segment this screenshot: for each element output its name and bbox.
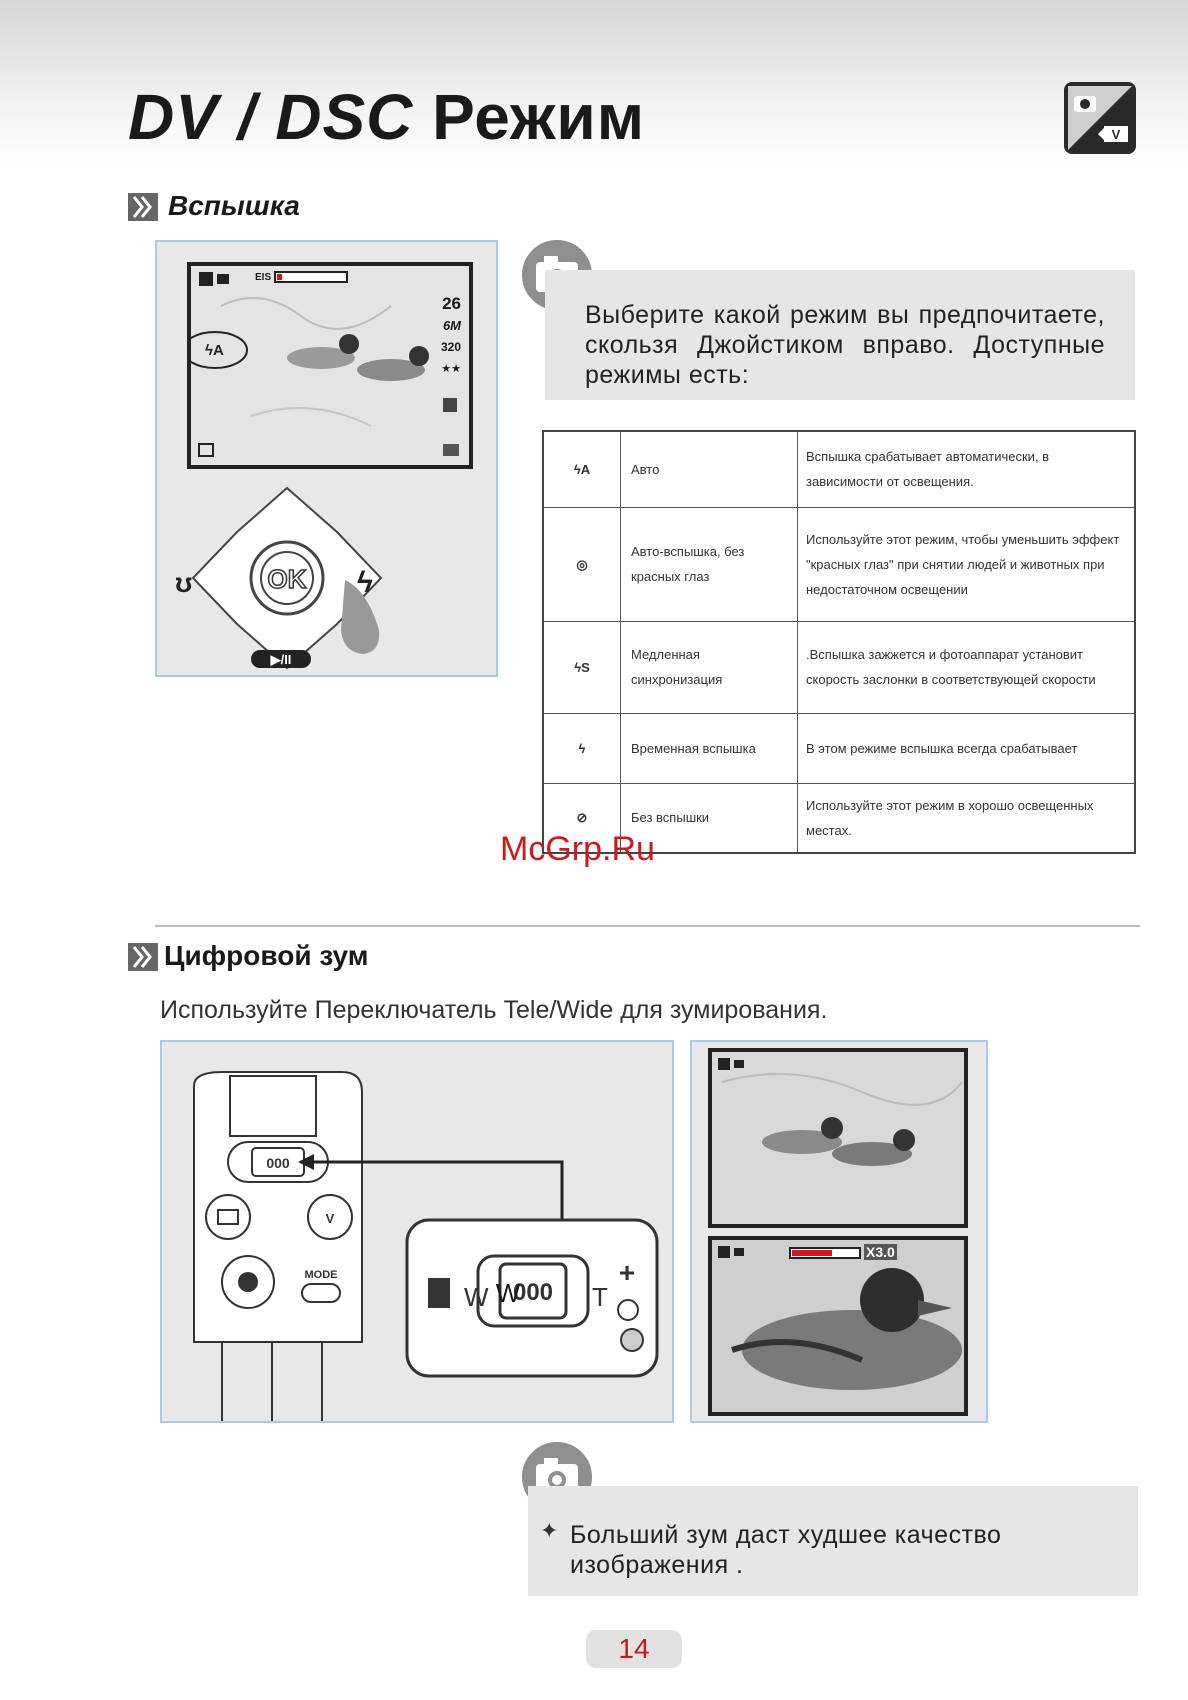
flash-section-heading: Вспышка: [168, 190, 300, 221]
page-number: 14: [586, 1630, 682, 1668]
flash-mode-description: Используйте этот режим в хорошо освещенн…: [797, 782, 1136, 854]
section-chevron-icon: [128, 193, 158, 221]
zoom-intro-text: Используйте Переключатель Tele/Wide для …: [160, 996, 828, 1024]
page-title-word: Режим: [432, 81, 646, 153]
flash-forced-icon: ϟ: [542, 712, 621, 784]
joystick-diagram: OK ʊ ϟ ▶/II: [175, 486, 383, 670]
flash-auto-icon: ϟA: [542, 430, 621, 508]
lcd-resolution: 6M: [442, 318, 461, 333]
watermark: McGrp.Ru: [500, 830, 655, 868]
flash-mode-description: .Вспышка зажжется и фотоаппарат установи…: [797, 620, 1136, 714]
svg-text:▶/II: ▶/II: [270, 652, 292, 667]
flash-mode-description: В этом режиме вспышка всегда срабатывает: [797, 712, 1136, 784]
wide-shot-image: [712, 1052, 964, 1224]
self-timer-icon: ʊ: [175, 567, 192, 598]
flash-mode-name: Авто: [620, 430, 798, 508]
red-eye-icon: ◎: [542, 506, 621, 622]
zoom-wide-label: W: [495, 1278, 521, 1308]
play-pause-icon: [251, 650, 311, 668]
photo-tele: X3.0: [708, 1236, 968, 1416]
camera-lcd-screen: ϟA EIS 26 6M 320 ★★: [187, 262, 473, 469]
flash-mode-description: Вспышка срабатывает автоматически, в зав…: [797, 430, 1136, 508]
camera-body-diagram: 000 V MODE 000 W T +: [193, 1071, 659, 1421]
section-divider: [155, 925, 1140, 927]
lcd-scene-image: ϟA: [191, 266, 469, 465]
svg-text:V: V: [1112, 127, 1121, 142]
flash-slow-sync-icon: ϟS: [542, 620, 621, 714]
zoom-photos-panel: X3.0: [690, 1040, 988, 1423]
flash-mode-name: Без вспышки: [620, 782, 798, 854]
svg-text:+: +: [619, 1257, 635, 1288]
zoom-camera-panel: 000 V MODE 000 W T + W: [160, 1040, 674, 1423]
flash-bolt-icon: ϟ: [357, 566, 373, 599]
flash-mode-description: Используйте этот режим, чтобы уменьшить …: [797, 506, 1136, 622]
zoom-readout: X3.0: [864, 1244, 897, 1260]
svg-text:ϟA: ϟA: [205, 342, 224, 359]
section-chevron-icon: [128, 943, 158, 971]
tele-shot-image: [712, 1240, 964, 1412]
finger-icon: [341, 580, 380, 654]
svg-text:T: T: [592, 1282, 608, 1312]
svg-text:000: 000: [513, 1279, 553, 1306]
flash-callout-text: Выберите какой режим вы предпочитаете, с…: [585, 301, 1105, 389]
flash-illustration-panel: ϟA EIS 26 6M 320 ★★ OK ʊ ϟ ▶/II: [155, 240, 498, 677]
lcd-iso: 320: [440, 340, 461, 354]
zoom-note-text: Больший зум даст худшее качество изображ…: [570, 1521, 1002, 1579]
svg-text:000: 000: [266, 1155, 290, 1171]
zoom-section-heading: Цифровой зум: [164, 940, 369, 971]
header-band: [0, 0, 1188, 170]
camera-video-mode-icon: V: [1064, 82, 1136, 154]
zoom-level-bar: [792, 1250, 832, 1256]
svg-text:V: V: [326, 1211, 335, 1226]
lcd-quality: ★★: [441, 363, 461, 375]
page-title-mode: DV / DSC: [128, 81, 414, 153]
lcd-shots-remaining: 26: [442, 294, 461, 313]
page-title: DV / DSC Режим: [128, 80, 645, 154]
flash-mode-name: Авто-вспышка, без красных глаз: [620, 506, 798, 622]
note-bullet-icon: ✦: [540, 1518, 559, 1543]
svg-text:W: W: [464, 1282, 489, 1312]
photo-wide: [708, 1048, 968, 1228]
joystick-ok-label: OK: [268, 564, 307, 594]
mode-button-label: MODE: [305, 1269, 338, 1281]
flash-off-icon: ⊘: [542, 782, 621, 854]
zoom-note-box: ✦ Больший зум даст худшее качество изобр…: [528, 1486, 1138, 1596]
flash-mode-name: Медленная синхронизация: [620, 620, 798, 714]
flash-mode-name: Временная вспышка: [620, 712, 798, 784]
lcd-eis-label: EIS: [255, 272, 272, 283]
flash-callout-box: Выберите какой режим вы предпочитаете, с…: [545, 270, 1135, 400]
